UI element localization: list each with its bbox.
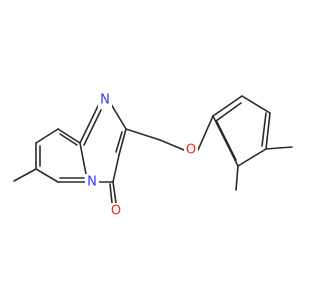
bond-carbonyl-2: [109, 183, 113, 204]
molecule-canvas: N N O O: [13, 92, 293, 219]
atom-o-carbonyl: O: [109, 203, 123, 219]
bond-pyr-1: [35, 168, 59, 183]
atom-label-o-ether: O: [186, 143, 196, 158]
atom-n-bridge: N: [85, 174, 99, 190]
bond-n-c2: [110, 103, 127, 130]
atom-label-n-ring: N: [100, 93, 110, 108]
atom-label-n-bridge: N: [87, 175, 97, 190]
bond-methyl-ar-1: [265, 146, 293, 150]
bond-ar-4: [237, 148, 267, 167]
bond-ch2-o: [159, 139, 185, 151]
bond-carbonyl-1: [112, 181, 117, 204]
atom-label-o-carbonyl: O: [111, 204, 121, 219]
bond-ar-5-inner: [216, 121, 237, 161]
bond-ar-1-inner: [215, 102, 242, 122]
atom-n-ring: N: [98, 92, 112, 108]
bond-ar-3-inner: [261, 112, 267, 147]
bond-pyr-5: [79, 142, 87, 175]
molecule-structure-diagram: N N O O: [13, 92, 293, 219]
bond-c3-c4: [112, 154, 120, 183]
atom-o-ether: O: [184, 142, 198, 158]
bond-pyr-3: [35, 128, 59, 144]
bond-pyr-4-inner: [59, 133, 78, 146]
bond-ar-5: [212, 115, 239, 167]
bond-c-n-ring: [79, 103, 100, 144]
bond-ar-2: [241, 95, 271, 114]
bond-methyl: [13, 168, 37, 182]
bond-layer: [13, 95, 293, 204]
bond-o-aryl: [197, 115, 214, 151]
bond-methyl-ar-2: [235, 165, 239, 191]
bond-pyr-4: [57, 128, 81, 144]
bond-c2-c3: [118, 128, 127, 156]
atom-label-layer: N N O O: [85, 92, 198, 219]
bond-ar-1: [212, 95, 243, 117]
bond-c-n-ring-inner: [83, 109, 102, 146]
bond-ar-3: [265, 112, 271, 150]
bond-c2-c3-inner: [115, 131, 123, 153]
bond-ch2-1: [125, 128, 161, 141]
